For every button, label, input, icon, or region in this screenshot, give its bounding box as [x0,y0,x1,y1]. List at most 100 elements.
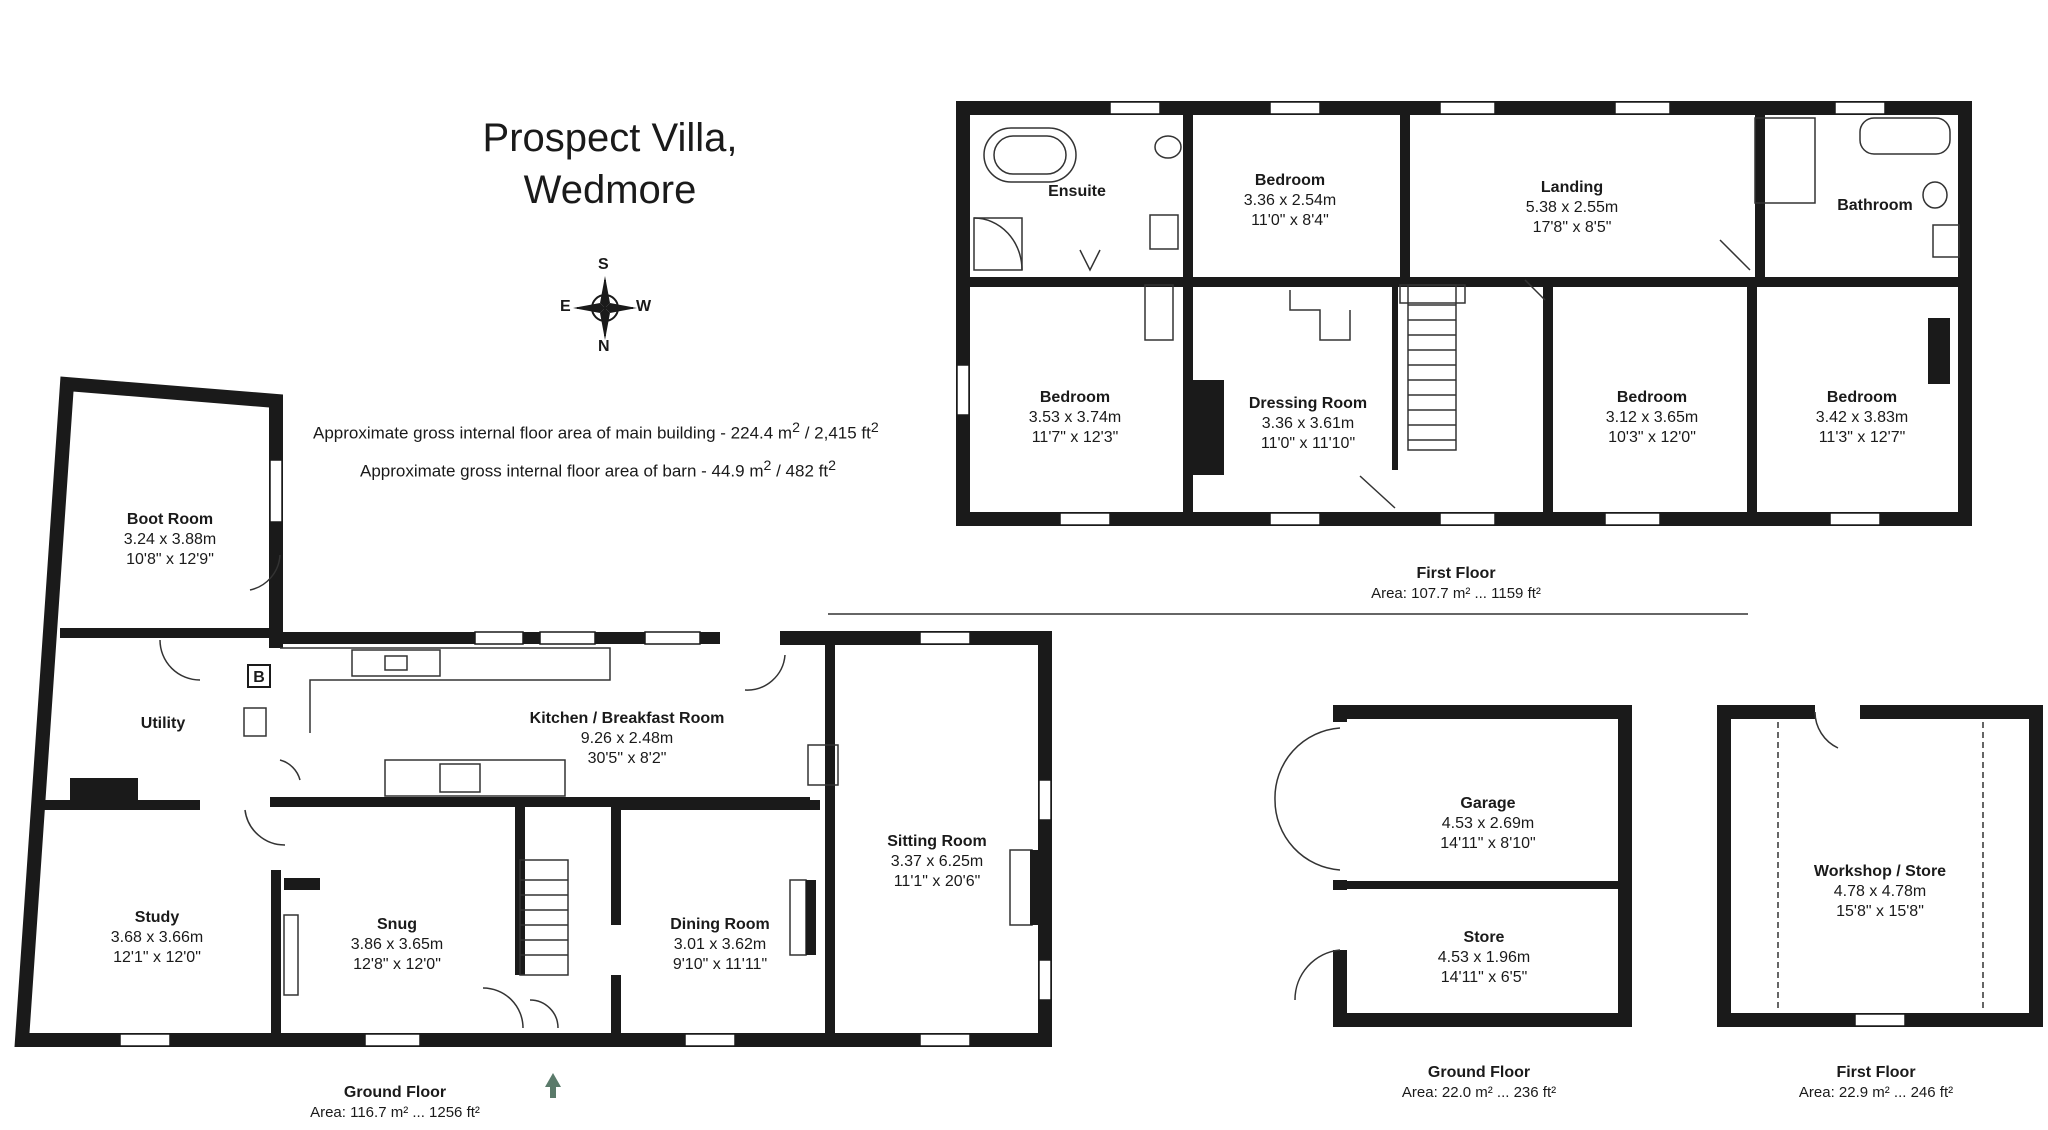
room-name: Bedroom [1254,172,1326,189]
room-name: Landing [1540,179,1604,196]
floor-area: Area: 22.0 m² ... 236 ft² [1401,1084,1557,1101]
floor-caption-first-barn: First Floor Area: 22.9 m² ... 246 ft² [1799,1063,1953,1103]
room-workshop: Workshop / Store 4.78 x 4.78m 15'8" x 15… [1814,862,1946,922]
ground-floor-windows [119,459,1052,1047]
main-area-sup-m: 2 [792,420,800,436]
room-name: Workshop / Store [1813,863,1947,880]
floor-caption-ground-barn: Ground Floor Area: 22.0 m² ... 236 ft² [1402,1063,1556,1103]
room-bedroom-3: Bedroom 3.12 x 3.65m 10'3" x 12'0" [1606,388,1699,448]
room-bedroom-1: Bedroom 3.53 x 3.74m 11'7" x 12'3" [1029,388,1122,448]
room-name: Sitting Room [887,833,987,850]
barn-area-note: Approximate gross internal floor area of… [360,458,836,482]
room-imperial: 14'11" x 8'10" [1440,835,1536,852]
barn-area-mid: / 482 ft [771,461,829,481]
room-imperial: 17'8" x 8'5" [1532,219,1612,236]
room-metric: 3.42 x 3.83m [1815,409,1909,426]
room-bedroom-4: Bedroom 3.42 x 3.83m 11'3" x 12'7" [1816,388,1909,448]
plan-title: Prospect Villa, Wedmore [420,112,800,216]
main-area-mid: / 2,415 ft [799,423,871,443]
floor-caption-first-main: First Floor Area: 107.7 m² ... 1159 ft² [1371,564,1541,604]
room-metric: 3.12 x 3.65m [1605,409,1699,426]
room-metric: 4.78 x 4.78m [1833,883,1927,900]
room-ensuite: Ensuite [1048,182,1106,202]
room-name: Kitchen / Breakfast Room [529,710,725,727]
boiler-box [247,664,271,688]
room-name: Bedroom [1039,389,1111,406]
room-name: Dining Room [670,916,770,933]
room-utility: Utility [141,714,185,734]
barn-first-window [1854,1013,1906,1027]
compass-left-letter: E [560,298,571,315]
room-imperial: 14'11" x 6'5" [1440,969,1528,986]
first-floor-fixtures [973,117,1960,509]
room-imperial: 11'1" x 20'6" [893,873,981,890]
room-metric: 3.53 x 3.74m [1028,409,1122,426]
room-metric: 3.01 x 3.62m [673,936,767,953]
floor-caption-ground-main: Ground Floor Area: 116.7 m² ... 1256 ft² [310,1083,480,1123]
room-metric: 5.38 x 2.55m [1525,199,1619,216]
compass-top-letter: S [598,256,609,273]
entrance-arrow-icon [545,1073,561,1098]
room-metric: 4.53 x 2.69m [1441,815,1535,832]
first-floor-solid-blocks [1192,318,1950,475]
room-name: Garage [1460,795,1516,812]
room-metric: 9.26 x 2.48m [580,730,674,747]
barn-first-details [1777,711,1984,1012]
barn-ground-walls [1333,705,1632,1027]
room-garage: Garage 4.53 x 2.69m 14'11" x 8'10" [1440,794,1535,854]
room-name: Bedroom [1826,389,1898,406]
room-metric: 3.37 x 6.25m [890,853,984,870]
first-floor-windows [956,101,1886,526]
compass-icon [573,276,637,340]
room-bedroom-small: Bedroom 3.36 x 2.54m 11'0" x 8'4" [1244,171,1337,231]
room-imperial: 15'8" x 15'8" [1836,903,1924,920]
room-imperial: 11'7" x 12'3" [1031,429,1119,446]
floor-name: First Floor [1416,565,1496,582]
room-name: Dressing Room [1248,395,1368,412]
barn-area-sup-m: 2 [763,458,772,474]
floor-name: Ground Floor [1427,1064,1531,1081]
room-boot: Boot Room 3.24 x 3.88m 10'8" x 12'9" [124,510,217,570]
barn-area-text: Approximate gross internal floor area of… [360,461,764,481]
room-name: Utility [140,715,186,732]
room-bathroom: Bathroom [1837,196,1913,216]
room-imperial: 11'0" x 11'10" [1260,435,1356,452]
floor-name: First Floor [1836,1064,1916,1081]
room-name: Store [1463,929,1505,946]
room-store: Store 4.53 x 1.96m 14'11" x 6'5" [1438,928,1531,988]
room-imperial: 11'3" x 12'7" [1818,429,1906,446]
room-name: Snug [377,916,417,933]
compass-right-letter: W [636,298,652,315]
room-dressing: Dressing Room 3.36 x 3.61m 11'0" x 11'10… [1249,394,1367,454]
room-metric: 3.24 x 3.88m [123,531,217,548]
room-imperial: 10'3" x 12'0" [1608,429,1696,446]
ground-floor-fixtures [159,554,1033,1029]
room-name: Ensuite [1048,183,1106,200]
room-landing: Landing 5.38 x 2.55m 17'8" x 8'5" [1526,178,1619,238]
room-study: Study 3.68 x 3.66m 12'1" x 12'0" [111,908,204,968]
room-imperial: 12'8" x 12'0" [353,956,441,973]
room-name: Study [134,909,180,926]
room-metric: 3.68 x 3.66m [110,929,204,946]
floor-area: Area: 107.7 m² ... 1159 ft² [1371,585,1541,602]
room-snug: Snug 3.86 x 3.65m 12'8" x 12'0" [351,915,444,975]
room-metric: 4.53 x 1.96m [1437,949,1531,966]
main-area-sup-ft: 2 [870,420,879,436]
floor-area: Area: 116.7 m² ... 1256 ft² [310,1104,480,1121]
ground-floor-solid-blocks [70,778,1042,955]
barn-area-sup-ft: 2 [828,458,836,474]
title-line-1: Prospect Villa, [482,116,738,160]
barn-ground-doors [1274,727,1341,1001]
room-kitchen: Kitchen / Breakfast Room 9.26 x 2.48m 30… [530,709,725,769]
room-dining: Dining Room 3.01 x 3.62m 9'10" x 11'11" [670,915,770,975]
room-imperial: 10'8" x 12'9" [126,551,214,568]
room-metric: 3.36 x 2.54m [1243,192,1337,209]
room-imperial: 11'0" x 8'4" [1251,212,1329,229]
main-area-text: Approximate gross internal floor area of… [313,423,793,443]
floor-name: Ground Floor [343,1084,447,1101]
boiler-label: B [253,669,265,686]
room-sitting: Sitting Room 3.37 x 6.25m 11'1" x 20'6" [887,832,987,892]
room-imperial: 12'1" x 12'0" [113,949,201,966]
room-imperial: 9'10" x 11'11" [672,956,768,973]
